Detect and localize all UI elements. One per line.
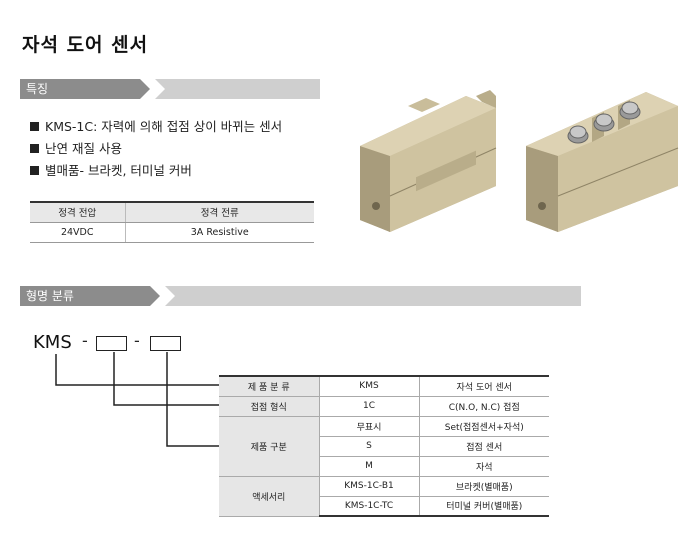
table-row: KMS-1C-TC 터미널 커버(별매품) — [219, 496, 549, 517]
classification-header-label: 형명 분류 — [26, 289, 74, 303]
classification-section-header: 형명 분류 — [20, 286, 581, 306]
section-bar-shape — [20, 79, 320, 99]
model-code-box-2 — [150, 336, 181, 351]
terminal-screw-icon — [619, 101, 641, 120]
feature-item: KMS-1C: 자력에 의해 접점 상이 바뀌는 센서 — [30, 116, 282, 135]
table-row: 제 품 분 류 KMS 자석 도어 센서 — [219, 375, 549, 397]
section-bar-shape — [20, 286, 581, 306]
rating-voltage-value: 24VDC — [30, 222, 125, 243]
table-row: 제품 구분 무표시 Set(접점센서+자석) — [219, 416, 549, 477]
table-row: M 자석 — [219, 456, 549, 477]
features-header-label: 특징 — [26, 82, 49, 96]
terminal-screw-icon — [593, 113, 615, 132]
features-section-header: 특징 — [20, 79, 320, 99]
sensor-image-right — [526, 92, 679, 232]
feature-item: 별매품- 브라켓, 터미널 커버 — [30, 160, 192, 179]
table-row: 접점 형식 1C C(N.O, N.C) 접점 — [219, 396, 549, 417]
rating-current-header: 정격 전류 — [124, 201, 314, 223]
product-illustration — [360, 90, 679, 232]
classification-table: 제 품 분 류 KMS 자석 도어 센서 접점 형식 1C C(N.O, N.C… — [219, 375, 549, 517]
model-code-dash: - — [82, 331, 88, 350]
bullet-square-icon — [30, 166, 39, 175]
feature-item: 난연 재질 사용 — [30, 138, 122, 157]
bullet-square-icon — [30, 122, 39, 131]
table-row: S 접점 센서 — [219, 436, 549, 457]
model-code-prefix: KMS — [33, 332, 72, 353]
model-code-box-1 — [96, 336, 127, 351]
model-code-dash: - — [134, 331, 140, 350]
table-row: 액세서리 KMS-1C-B1 브라켓(별매품) — [219, 476, 549, 517]
rating-voltage-header: 정격 전압 — [30, 201, 125, 223]
rating-table: 정격 전압 정격 전류 24VDC 3A Resistive — [30, 201, 314, 243]
sensor-image-left — [360, 90, 497, 232]
bullet-square-icon — [30, 144, 39, 153]
rating-current-value: 3A Resistive — [124, 222, 314, 243]
terminal-screw-icon — [567, 125, 589, 144]
page-title: 자석 도어 센서 — [22, 34, 149, 56]
